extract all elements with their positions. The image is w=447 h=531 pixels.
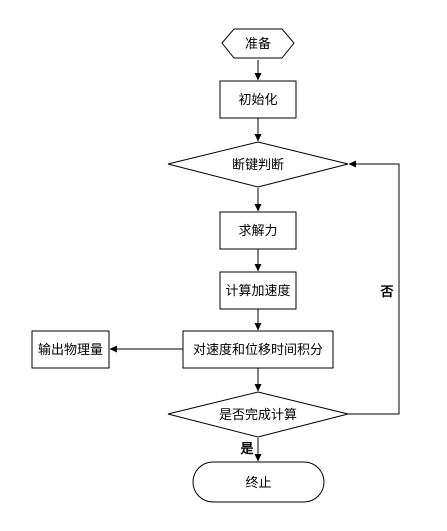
node-end: 终止 [192,461,325,503]
node-integrate-label: 对速度和位移时间积分 [193,342,323,358]
node-calc-accel-label: 计算加速度 [225,283,290,299]
connectors [109,60,400,462]
node-calc-accel: 计算加速度 [219,271,297,310]
node-end-label: 终止 [245,475,271,491]
node-integrate: 对速度和位移时间积分 [182,330,334,369]
node-solve-force: 求解力 [219,211,297,250]
node-output: 输出物理量 [31,330,110,369]
edge-loop-back [347,160,400,415]
node-break-key-label: 断键判断 [232,158,284,173]
edge-label-no: 否 [379,285,393,300]
node-done-check: 是否完成计算 [167,391,349,438]
node-done-check-label: 是否完成计算 [219,408,297,423]
node-prepare-label: 准备 [245,36,271,52]
node-init-label: 初始化 [238,93,277,108]
node-break-key: 断键判断 [167,141,349,188]
node-init: 初始化 [219,80,297,119]
node-solve-force-label: 求解力 [238,224,277,239]
node-prepare: 准备 [221,28,295,59]
node-output-label: 输出物理量 [38,342,103,358]
edge-label-yes: 是 [239,442,254,457]
